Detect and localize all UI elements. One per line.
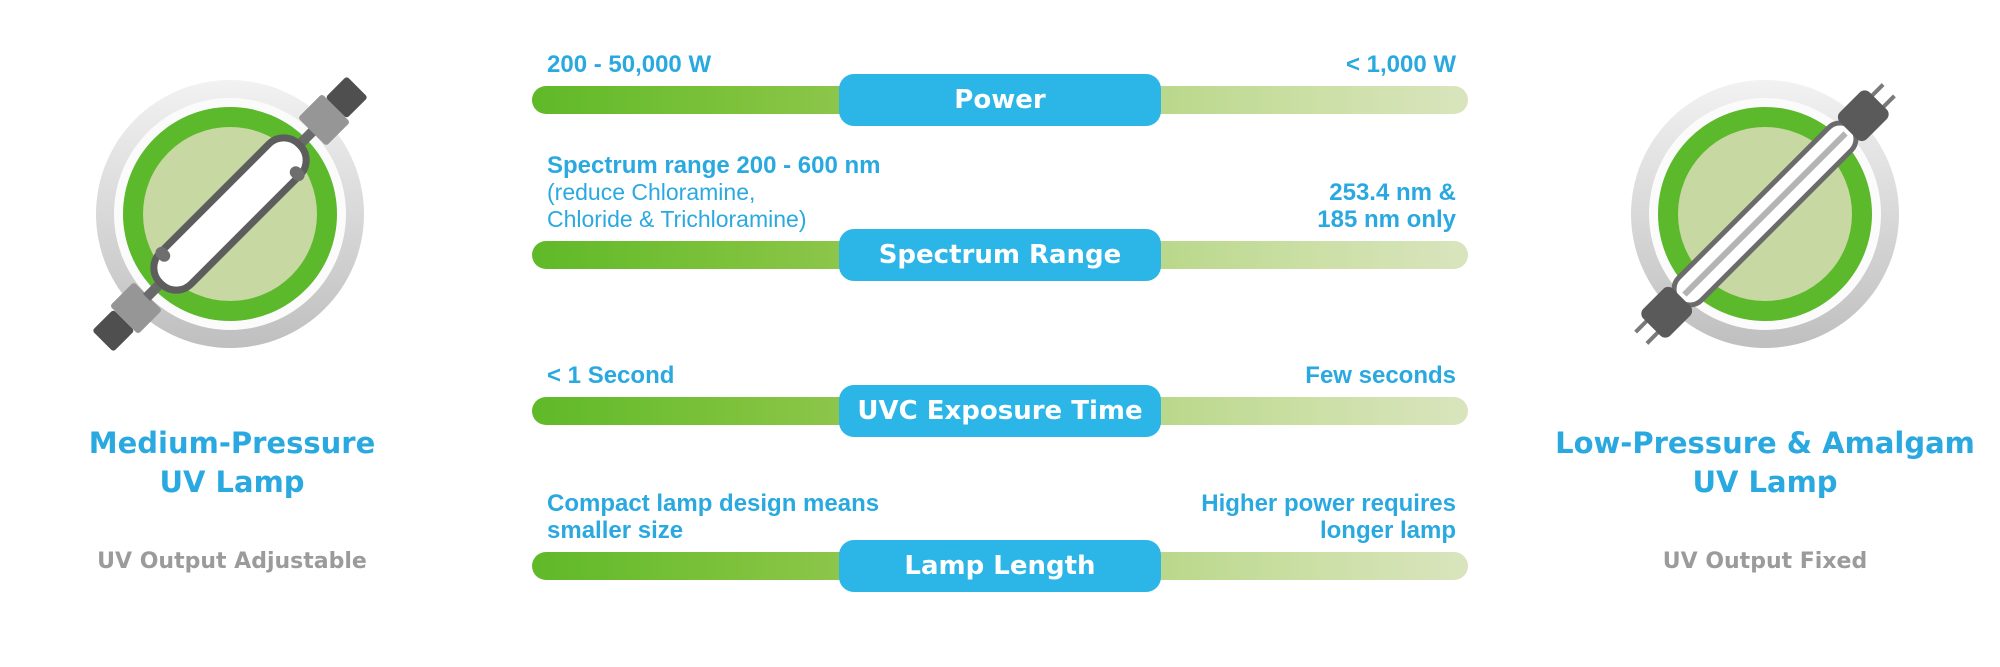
power-right-value: < 1,000 W bbox=[1345, 51, 1456, 78]
lamp-length-right-value: Higher power requires longer lamp bbox=[1201, 490, 1456, 544]
spectrum-range-pill: Spectrum Range bbox=[839, 229, 1161, 281]
exposure-right-value: Few seconds bbox=[1305, 362, 1456, 389]
comparison-row-lamp-length: Compact lamp design means smaller size H… bbox=[532, 490, 1468, 592]
right-lamp-title-line1: Low-Pressure & Amalgam bbox=[1555, 426, 1975, 460]
lamp-length-pill: Lamp Length bbox=[839, 540, 1161, 592]
medium-pressure-lamp-icon bbox=[93, 77, 367, 351]
left-lamp-subtitle: UV Output Adjustable bbox=[97, 549, 367, 574]
power-left-value: 200 - 50,000 W bbox=[547, 51, 712, 78]
comparison-row-uvc-exposure: < 1 Second Few seconds UVC Exposure Time bbox=[532, 362, 1468, 437]
uvc-exposure-time-pill: UVC Exposure Time bbox=[839, 385, 1161, 437]
right-lamp-title-line2: UV Lamp bbox=[1692, 465, 1838, 499]
right-lamp-title: Low-Pressure & Amalgam UV Lamp bbox=[1545, 424, 1985, 502]
left-lamp-title-line1: Medium-Pressure bbox=[88, 426, 376, 460]
exposure-left-value: < 1 Second bbox=[547, 362, 675, 389]
left-lamp-title-line2: UV Lamp bbox=[159, 465, 305, 499]
low-pressure-amalgam-lamp-icon bbox=[1631, 80, 1899, 348]
left-lamp-title: Medium-Pressure UV Lamp bbox=[30, 424, 434, 502]
comparison-row-power: 200 - 50,000 W < 1,000 W Power bbox=[532, 51, 1468, 126]
power-pill: Power bbox=[839, 74, 1161, 126]
low-pressure-tube bbox=[1634, 83, 1896, 345]
spectrum-right-value: 253.4 nm & 185 nm only bbox=[1317, 179, 1456, 233]
right-lamp-subtitle: UV Output Fixed bbox=[1662, 549, 1868, 574]
medium-pressure-tube bbox=[93, 77, 367, 351]
comparison-row-spectrum-range: Spectrum range 200 - 600 nm (reduce Chlo… bbox=[532, 152, 1468, 281]
lamp-length-left-value: Compact lamp design means smaller size bbox=[547, 490, 880, 544]
spectrum-left-value: Spectrum range 200 - 600 nm (reduce Chlo… bbox=[547, 152, 881, 232]
